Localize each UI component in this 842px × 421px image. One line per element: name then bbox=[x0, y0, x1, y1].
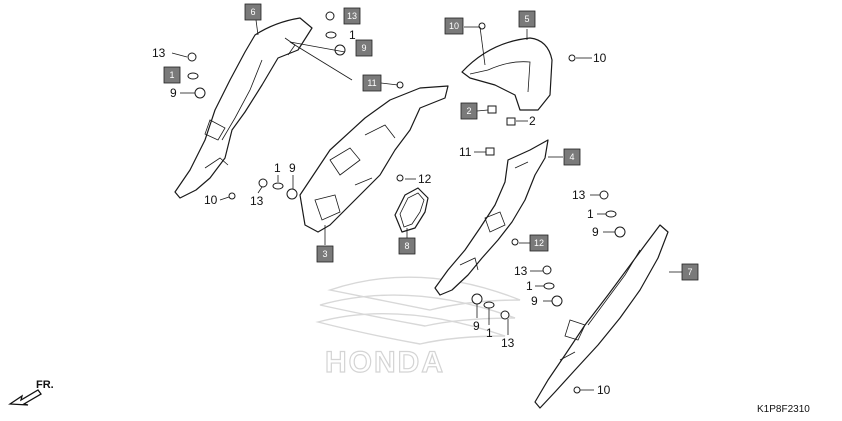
callout-9-right-b: 9 bbox=[531, 294, 538, 308]
bolt-13-ra bbox=[599, 190, 609, 200]
bolt-13-tl bbox=[187, 52, 197, 62]
bolt-13-top bbox=[325, 11, 335, 21]
svg-text:1: 1 bbox=[169, 70, 174, 80]
callout-10-right: 10 bbox=[593, 51, 607, 65]
callout-1-top: 1 bbox=[349, 28, 356, 42]
box-label-10: 10 bbox=[444, 17, 464, 35]
bolt-13-bot bbox=[500, 310, 510, 320]
grommet-9-mid bbox=[286, 188, 298, 200]
box-label-9: 9 bbox=[355, 39, 373, 57]
box-label-3: 3 bbox=[316, 245, 334, 263]
fr-label: FR. bbox=[36, 379, 54, 391]
callout-2-right: 2 bbox=[529, 114, 536, 128]
clip-2-b bbox=[506, 117, 516, 126]
bolt-13-mid bbox=[258, 178, 268, 188]
callout-13-right-b: 13 bbox=[514, 264, 528, 278]
box-label-11: 11 bbox=[362, 74, 382, 92]
screw-10-top bbox=[478, 22, 486, 30]
clip-1-mid bbox=[272, 182, 284, 190]
box-label-8: 8 bbox=[398, 237, 416, 255]
part-7-right-side-cover bbox=[534, 224, 669, 409]
watermark-text: HONDA bbox=[325, 346, 445, 379]
clip-1-rb bbox=[543, 282, 555, 290]
part-4-bracket bbox=[434, 139, 549, 296]
grommet-9-bot bbox=[471, 293, 483, 305]
clip-1-bot bbox=[483, 301, 495, 309]
clip-11-mid bbox=[485, 147, 495, 156]
leader-lines bbox=[171, 19, 682, 391]
callout-13-right-a: 13 bbox=[572, 188, 586, 202]
svg-text:7: 7 bbox=[687, 267, 692, 277]
callout-1-mid: 1 bbox=[274, 161, 281, 175]
svg-text:5: 5 bbox=[524, 14, 529, 24]
svg-text:6: 6 bbox=[250, 7, 255, 17]
grommet-9-top bbox=[334, 44, 346, 56]
box-label-4: 4 bbox=[563, 148, 581, 166]
callout-11-mid: 11 bbox=[459, 145, 472, 159]
part-3-center-panel bbox=[299, 85, 449, 233]
part-6-left-side-cover bbox=[174, 17, 313, 199]
callout-12-mid: 12 bbox=[418, 172, 432, 186]
svg-text:3: 3 bbox=[322, 249, 327, 259]
clip-1-top bbox=[325, 31, 337, 39]
box-label-5: 5 bbox=[518, 10, 536, 28]
callout-13-bottom: 13 bbox=[501, 336, 515, 350]
svg-text:12: 12 bbox=[534, 238, 544, 248]
box-label-1: 1 bbox=[163, 66, 181, 84]
part-8-seal bbox=[394, 187, 429, 233]
part-5-seat-cowl bbox=[461, 37, 553, 111]
clip-1-ra bbox=[605, 210, 617, 218]
grommet-9-tl bbox=[194, 87, 206, 99]
box-label-13: 13 bbox=[343, 7, 361, 25]
callout-13-mid: 13 bbox=[250, 194, 264, 208]
callout-9-mid: 9 bbox=[289, 161, 296, 175]
screw-12-r bbox=[511, 238, 519, 246]
svg-text:4: 4 bbox=[569, 152, 574, 162]
clip-2-a bbox=[487, 105, 497, 114]
screw-10-r bbox=[568, 54, 576, 62]
callout-9-right-a: 9 bbox=[592, 225, 599, 239]
callout-1-right-b: 1 bbox=[526, 279, 533, 293]
svg-text:9: 9 bbox=[361, 43, 366, 53]
svg-text:13: 13 bbox=[347, 11, 357, 21]
box-label-12: 12 bbox=[529, 234, 549, 252]
bolt-13-rb bbox=[542, 265, 552, 275]
callout-10-bottom: 10 bbox=[597, 383, 611, 397]
callout-9-bottom: 9 bbox=[473, 319, 480, 333]
svg-text:2: 2 bbox=[466, 106, 471, 116]
svg-text:8: 8 bbox=[404, 241, 409, 251]
callout-10-left: 10 bbox=[204, 193, 218, 207]
grommet-9-ra bbox=[614, 226, 626, 238]
callout-9-left: 9 bbox=[170, 86, 177, 100]
box-label-7: 7 bbox=[681, 263, 699, 281]
hardware-items bbox=[187, 11, 626, 394]
svg-text:10: 10 bbox=[449, 21, 459, 31]
svg-text:11: 11 bbox=[367, 78, 376, 88]
box-label-6: 6 bbox=[244, 3, 262, 21]
box-label-2: 2 bbox=[460, 102, 478, 120]
screw-10-l bbox=[228, 192, 236, 200]
callout-1-right-a: 1 bbox=[587, 207, 594, 221]
honda-watermark: HONDA bbox=[315, 276, 521, 380]
front-direction-arrow: FR. bbox=[8, 379, 54, 406]
grommet-9-rb bbox=[551, 295, 563, 307]
callout-1-bottom: 1 bbox=[486, 326, 493, 340]
screw-12-mid bbox=[396, 174, 404, 182]
clip-1-tl bbox=[187, 72, 199, 80]
catalog-code: K1P8F2310 bbox=[757, 404, 810, 415]
callout-13-top-left: 13 bbox=[152, 46, 166, 60]
screw-10-bot bbox=[573, 386, 581, 394]
